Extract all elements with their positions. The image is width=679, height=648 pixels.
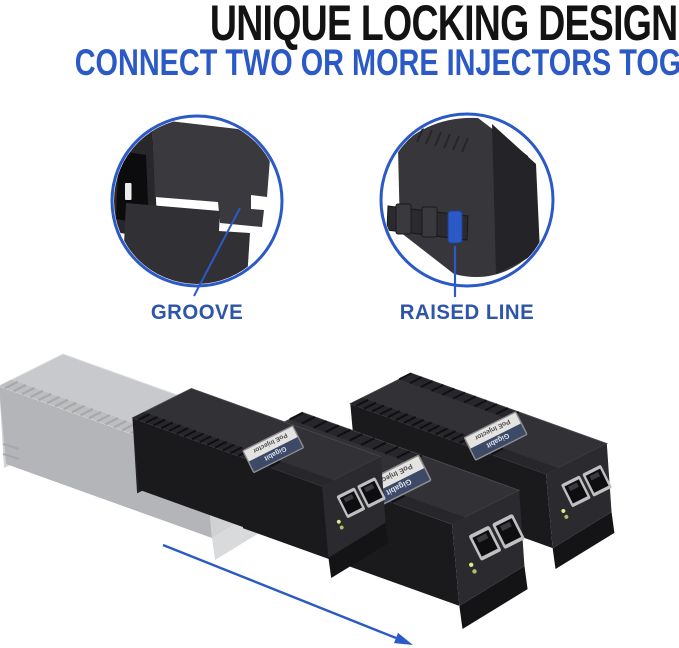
rj45-ports (336, 477, 386, 530)
led-indicator (468, 562, 474, 568)
led-indicator (564, 514, 569, 519)
rail-tab (395, 203, 412, 235)
groove-circle-ring (110, 114, 284, 288)
ac-inlet-pin (125, 183, 132, 200)
led-indicator (336, 519, 341, 524)
raised-line-callout-circle (379, 112, 555, 297)
rj45-ports (468, 514, 525, 574)
page-title: UNIQUE LOCKING DESIGN (209, 0, 677, 51)
raised-line-label: RAISED LINE (399, 301, 535, 324)
rj45-ports (561, 465, 612, 519)
page-subtitle: CONNECT TWO OR MORE INJECTORS TOGETHER (74, 42, 679, 83)
groove-callout-circle (110, 114, 284, 297)
led-indicator (472, 569, 477, 574)
rail-tab (421, 206, 438, 238)
raised-line-closeup-photo (386, 117, 540, 277)
groove-leader-line (193, 207, 241, 297)
raised-line-highlight (447, 210, 463, 244)
led-indicator (561, 508, 566, 513)
upper-casing-with-groove (152, 119, 272, 227)
raised-line-circle-ring (379, 112, 555, 288)
slide-direction-arrow (162, 543, 413, 645)
groove-closeup-photo (114, 119, 272, 284)
groove-label: GROOVE (150, 301, 244, 324)
led-indicator (339, 525, 344, 530)
